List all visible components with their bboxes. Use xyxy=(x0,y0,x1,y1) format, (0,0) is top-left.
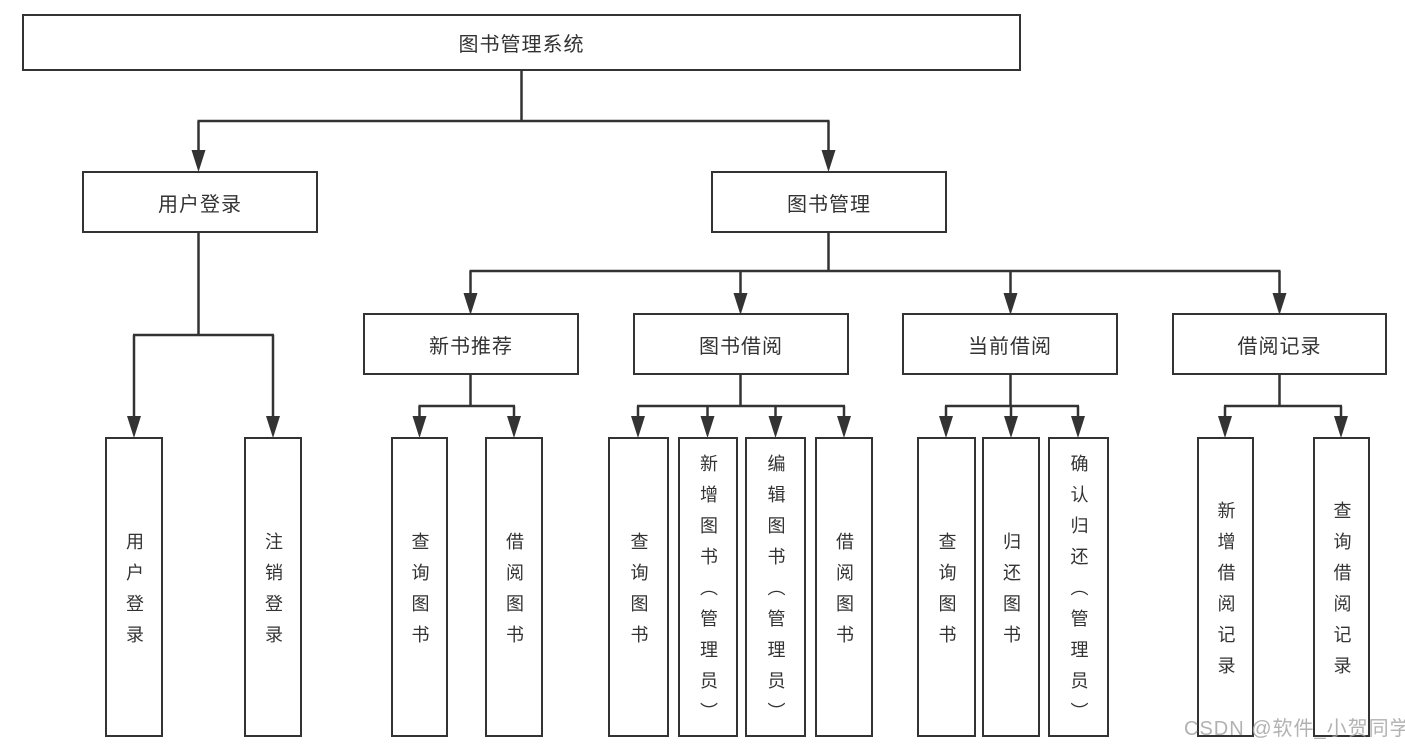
node-user-login-leaf: 用户登录 xyxy=(105,437,163,737)
node-user-login: 用户登录 xyxy=(82,171,318,233)
node-label: 注销登录 xyxy=(263,531,283,656)
node-label: 归还图书 xyxy=(1001,531,1021,656)
node-borrow-books-borrowing: 借阅图书 xyxy=(815,437,873,737)
node-label: 查询图书 xyxy=(936,531,957,656)
node-return-books: 归还图书 xyxy=(982,437,1040,737)
node-label: 编辑图书（管理员） xyxy=(765,454,786,733)
node-add-borrow-record: 新增借阅记录 xyxy=(1197,437,1254,737)
node-label: 新增借阅记录 xyxy=(1215,500,1236,687)
node-edit-book-admin: 编辑图书（管理员） xyxy=(745,437,806,737)
node-label: 用户登录 xyxy=(124,531,144,656)
node-current-borrowing: 当前借阅 xyxy=(902,313,1118,375)
node-book-management: 图书管理 xyxy=(711,171,947,233)
node-label: 新增图书（管理员） xyxy=(698,454,718,733)
node-label: 当前借阅 xyxy=(968,335,1052,358)
node-label: 图书借阅 xyxy=(699,335,783,358)
node-logout: 注销登录 xyxy=(244,437,302,737)
node-label: 用户登录 xyxy=(158,193,242,216)
node-label: 查询借阅记录 xyxy=(1331,500,1352,687)
arrowheads xyxy=(127,150,1348,438)
node-label: 图书管理 xyxy=(787,193,871,216)
node-label: 图书管理系统 xyxy=(458,34,585,56)
node-confirm-return-admin: 确认归还（管理员） xyxy=(1048,437,1109,737)
node-borrow-books-recommend: 借阅图书 xyxy=(485,437,543,737)
node-label: 查询图书 xyxy=(409,531,430,656)
node-label: 确认归还（管理员） xyxy=(1068,454,1089,733)
node-label: 新书推荐 xyxy=(429,335,513,358)
node-library-management-system: 图书管理系统 xyxy=(22,14,1021,71)
node-book-borrowing: 图书借阅 xyxy=(633,313,849,375)
node-query-borrow-record: 查询借阅记录 xyxy=(1313,437,1370,737)
node-query-books-borrowing: 查询图书 xyxy=(608,437,669,737)
node-label: 借阅图书 xyxy=(504,531,524,656)
node-add-book-admin: 新增图书（管理员） xyxy=(678,437,738,737)
node-query-books-current: 查询图书 xyxy=(917,437,976,737)
node-label: 借阅记录 xyxy=(1237,335,1322,358)
node-label: 借阅图书 xyxy=(834,531,854,656)
csdn-watermark: CSDN @软件_小贺同学 xyxy=(1184,718,1405,740)
node-label: 查询图书 xyxy=(628,531,649,656)
node-borrowing-records: 借阅记录 xyxy=(1172,313,1387,375)
node-query-books-recommend: 查询图书 xyxy=(391,437,448,737)
node-new-book-recommend: 新书推荐 xyxy=(363,313,579,375)
